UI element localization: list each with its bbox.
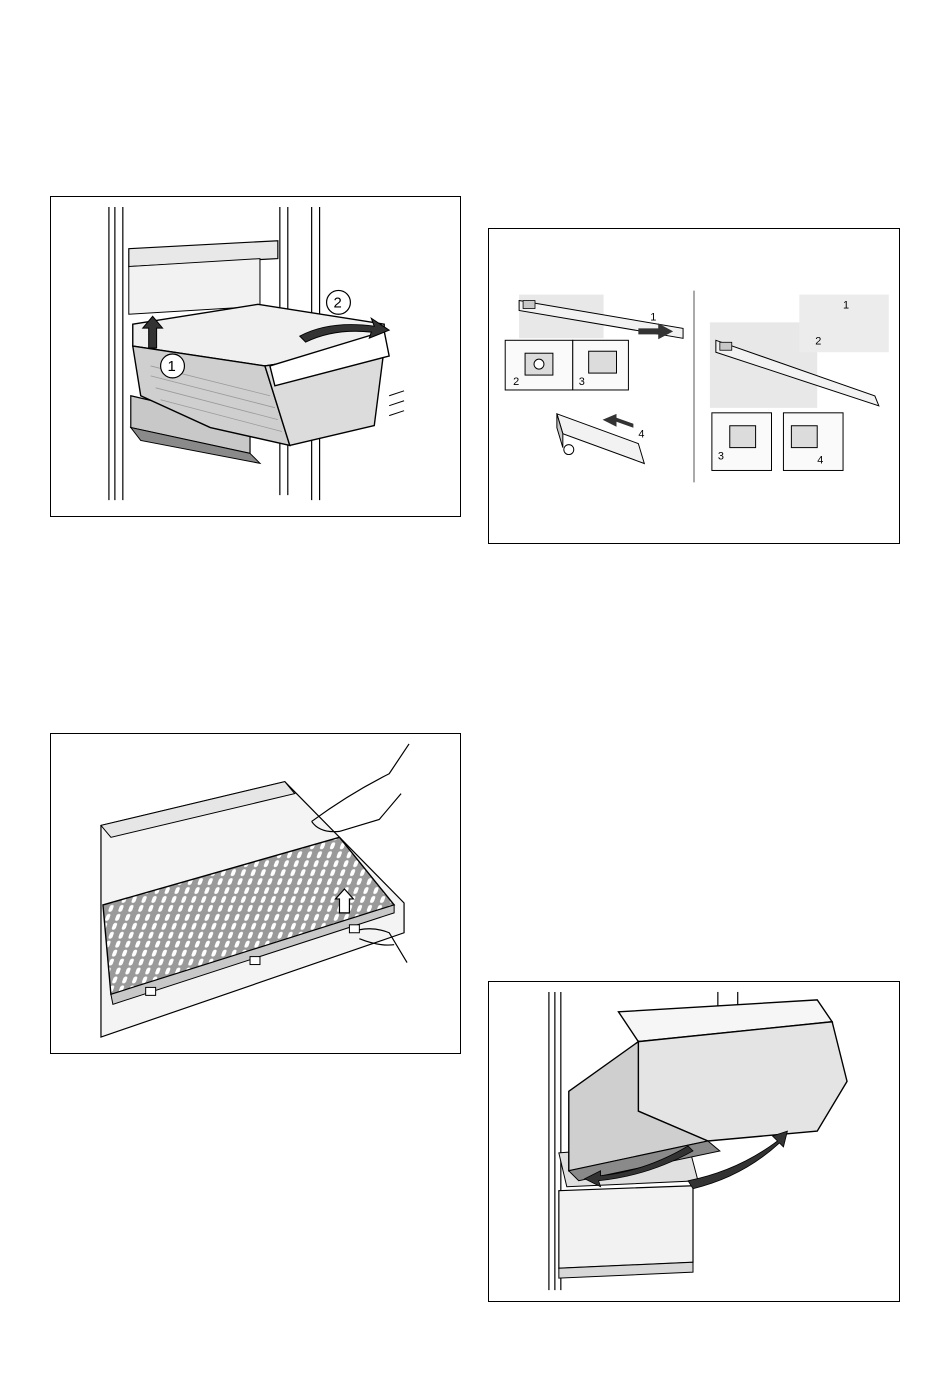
step-label-1: 1 [168,359,176,375]
step-label-2: 2 [334,295,342,311]
trim-strip-illustration: 1 2 3 4 1 2 3 4 [489,229,899,543]
step-right-2: 2 [815,335,821,347]
figure-drawer-tilt [488,981,900,1302]
arrow-left-icon [603,414,634,428]
step-left-4: 4 [638,429,644,441]
step-right-3: 3 [718,451,724,463]
step-left-1: 1 [650,311,656,323]
step-right-1: 1 [843,299,849,311]
step-left-2: 2 [513,376,519,388]
drawer-tilt-illustration [489,982,899,1301]
shelf-grid-illustration [51,734,460,1053]
figure-drawer-removal: 1 2 [50,196,461,517]
step-left-3: 3 [579,376,585,388]
step-right-4: 4 [817,455,823,467]
hand-top [312,744,409,832]
figure-trim-strip: 1 2 3 4 1 2 3 4 [488,228,900,544]
drawer-removal-illustration: 1 2 [51,197,460,516]
figure-shelf-grid [50,733,461,1054]
